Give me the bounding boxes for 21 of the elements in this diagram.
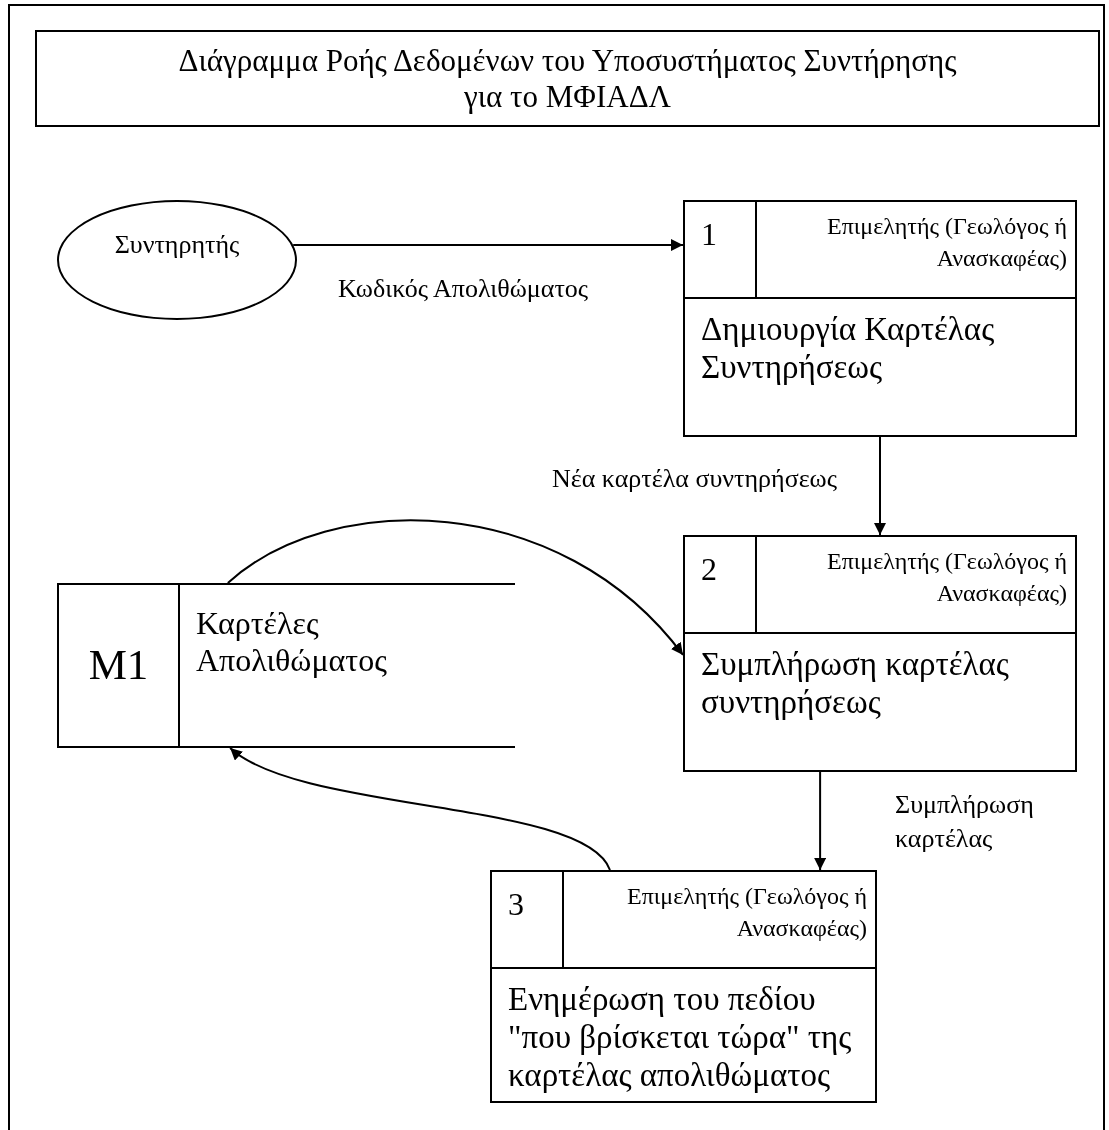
process-number: 3: [508, 886, 524, 922]
data-flow-arrow: [229, 747, 611, 871]
process-actor: Επιμελητής (Γεωλόγος ή Ανασκαφέας): [827, 548, 1067, 607]
process-number: 2: [701, 551, 717, 587]
data-flow-arrow: [814, 771, 827, 871]
process-number: 1: [701, 216, 717, 252]
data-flow-arrow: [874, 436, 886, 536]
process-actor: Επιμελητής (Γεωλόγος ή Ανασκαφέας): [827, 213, 1067, 272]
store-id: M1: [88, 640, 149, 691]
process-name: Ενημέρωση του πεδίου "που βρίσκεται τώρα" της καρτέλας απολιθώματος: [508, 981, 853, 1095]
data-flow-arrow: [226, 519, 684, 656]
process-box: [490, 870, 877, 1103]
diagram-title: Διάγραμμα Ροής Δεδομένων του Υποσυστήματος Συντήρησης για το ΜΦΙΑΔΛ: [177, 42, 958, 115]
entity-name: Συντηρητής: [114, 228, 240, 261]
process-name: Δημιουργία Καρτέλας Συντηρήσεως: [701, 311, 996, 387]
process-box: [683, 535, 1077, 772]
store-name: Καρτέλες Απολιθώματος: [196, 605, 388, 679]
process-box: [683, 200, 1077, 437]
data-store: [57, 583, 515, 748]
process-name: Συμπλήρωση καρτέλας συντηρήσεως: [701, 646, 1010, 722]
process-actor: Επιμελητής (Γεωλόγος ή Ανασκαφέας): [627, 883, 867, 942]
